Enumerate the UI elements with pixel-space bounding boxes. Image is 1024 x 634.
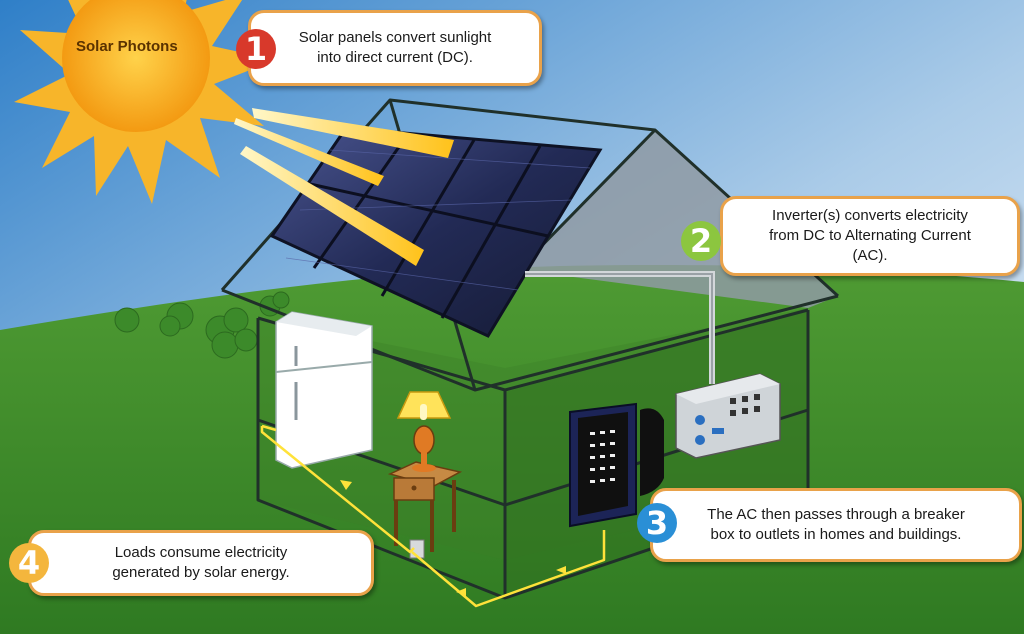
sunlight-beams [234,108,454,266]
step-2-text: Inverter(s) converts electricity from DC… [769,207,971,264]
sun [14,0,276,204]
step-1-badge: 1 [233,26,279,72]
step-3-text: The AC then passes through a breaker box… [707,506,965,543]
inverter [675,373,781,459]
bushes [114,291,290,359]
step-3-badge: 3 [634,500,680,546]
sun-label: Solar Photons [76,38,178,55]
step-3-callout: The AC then passes through a breaker box… [650,488,1022,562]
lamp-and-table [387,391,463,559]
step-2-badge: 2 [678,218,724,264]
step-4-badge: 4 [6,540,52,586]
step-2-callout: Inverter(s) converts electricity from DC… [720,196,1020,276]
breaker-box [569,402,664,528]
current-flow-paths [260,424,606,608]
step-4-text: Loads consume electricity generated by s… [112,544,290,581]
step-1-text: Solar panels convert sunlight into direc… [298,29,492,66]
refrigerator [275,311,373,469]
dc-wire-core [525,273,713,384]
step-1-callout: Solar panels convert sunlight into direc… [248,10,542,86]
solar-panel-array [269,126,603,338]
step-4-callout: Loads consume electricity generated by s… [28,530,374,596]
current-flow-arrows [340,480,566,596]
